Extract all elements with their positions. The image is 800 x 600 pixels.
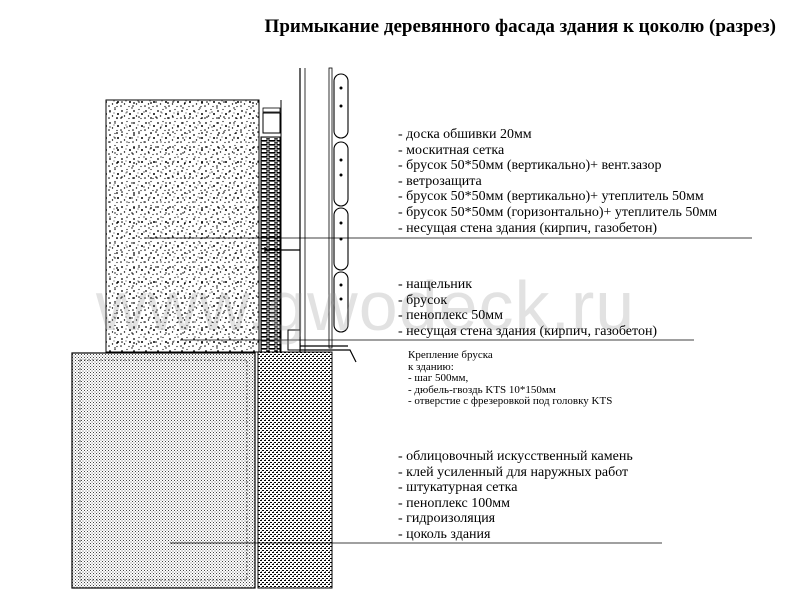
junction-layer: - пеноплекс 50мм <box>398 308 503 324</box>
plinth-layer: - цоколь здания <box>398 526 491 542</box>
facade-layer: - несущая стена здания (кирпич, газобето… <box>398 220 658 236</box>
plinth-layers-note: - облицовочный искусственный камень - кл… <box>398 449 633 543</box>
facade-layer: - доска обшивки 20мм <box>398 127 532 142</box>
fastening-line: - дюбель-гвоздь KTS 10*150мм <box>408 383 556 396</box>
fastening-line: Крепление бруска <box>408 349 493 361</box>
horizontal-batten <box>262 112 281 134</box>
facade-layer: - ветрозащита <box>398 173 482 189</box>
vertical-batten <box>328 67 333 349</box>
page-title: Примыкание деревянного фасада здания к ц… <box>264 16 776 37</box>
plinth-layer: - клей усиленный для наружных работ <box>398 464 629 480</box>
junction-layer: - несущая стена здания (кирпич, газобето… <box>398 323 658 339</box>
junction-layer: - брусок <box>398 292 448 308</box>
plinth-block <box>71 352 256 589</box>
facade-layers-note: - доска обшивки 20мм - москитная сетка -… <box>398 127 717 236</box>
facade-layer: - брусок 50*50мм (вертикально)+ вент.заз… <box>398 158 662 174</box>
fastening-line: - шаг 500мм, <box>408 372 469 384</box>
watermark: www.gwodeck.ru <box>96 267 636 345</box>
plinth-layer: - штукатурная сетка <box>398 480 518 496</box>
plinth-layer: - гидроизоляция <box>398 511 496 527</box>
facade-layer: - брусок 50*50мм (вертикально)+ утеплите… <box>398 189 704 205</box>
plinth-layer: - пеноплекс 100мм <box>398 495 510 511</box>
facade-layer: - москитная сетка <box>398 142 505 158</box>
fastening-line: - отверстие с фрезеровкой под головку KT… <box>408 395 613 407</box>
fastening-line: к зданию: <box>408 360 454 373</box>
cladding-boards <box>333 73 349 333</box>
fastener <box>264 247 300 253</box>
plinth-facing <box>257 351 333 589</box>
fastening-note: Крепление бруска к зданию: - шаг 500мм, … <box>408 349 613 408</box>
plinth-layer: - облицовочный искусственный камень <box>398 449 633 464</box>
junction-layers-note: - нащельник - брусок - пеноплекс 50мм - … <box>398 277 657 339</box>
junction-layer: - нащельник <box>398 277 473 292</box>
facade-layer: - брусок 50*50мм (горизонтально)+ утепли… <box>398 204 718 220</box>
